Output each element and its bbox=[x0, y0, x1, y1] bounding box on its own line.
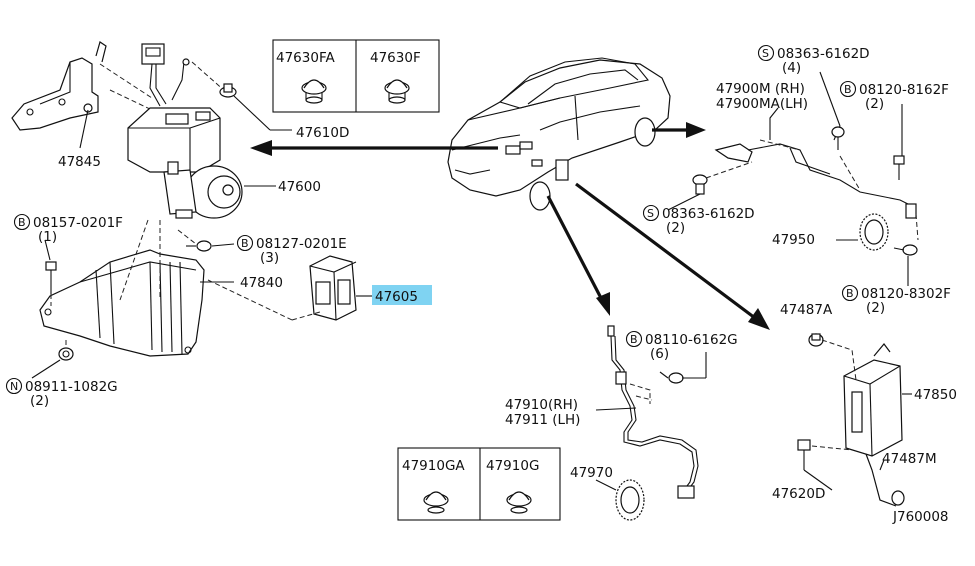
label-47610d[interactable]: 47610D bbox=[296, 125, 349, 141]
clip-47487m-icon bbox=[891, 490, 905, 506]
clip-table-top-col1-label[interactable]: 47630FA bbox=[276, 50, 335, 66]
bolt-08363-top-icon bbox=[831, 126, 845, 150]
bolt-08120-8162f-icon bbox=[893, 155, 905, 180]
qty-08911-1082g: (2) bbox=[30, 393, 49, 409]
clip-table-bottom-col2-label[interactable]: 47910G bbox=[486, 458, 539, 474]
prefix-circle-08363-top bbox=[757, 44, 775, 62]
tone-ring-47950-icon bbox=[859, 213, 889, 251]
footer-code: J760008 bbox=[892, 509, 949, 525]
part-labels: 47610D 47845 47600 B 08157-0201F (1) B 0… bbox=[5, 44, 957, 525]
label-08911-1082g[interactable]: 08911-1082G bbox=[25, 379, 118, 395]
qty-08120-8162f: (2) bbox=[865, 96, 884, 112]
qty-08110-6162g: (6) bbox=[650, 346, 669, 362]
clip-table-bottom: 47910GA 47910G bbox=[397, 447, 561, 521]
qty-08127-0201e: (3) bbox=[260, 250, 279, 266]
label-47850[interactable]: 47850 bbox=[914, 387, 957, 403]
label-08157-0201f[interactable]: 08157-0201F bbox=[33, 215, 123, 231]
clip-table-bottom-col1-label[interactable]: 47910GA bbox=[402, 458, 465, 474]
qty-08157-0201f: (1) bbox=[38, 229, 57, 245]
prefix-08120-8302f: B bbox=[846, 287, 854, 300]
tone-ring-47970-icon bbox=[615, 479, 645, 521]
nut-08911-icon bbox=[58, 347, 74, 361]
label-47950[interactable]: 47950 bbox=[772, 232, 815, 248]
qty-08363-6162d-top: (4) bbox=[782, 60, 801, 76]
label-08110-6162g[interactable]: 08110-6162G bbox=[645, 332, 738, 348]
bolt-08127-icon bbox=[186, 240, 212, 252]
prefix-circle-08911 bbox=[5, 377, 23, 395]
abs-control-unit-47850 bbox=[843, 343, 903, 507]
bolt-47610d-icon bbox=[219, 83, 237, 98]
label-08127-0201e[interactable]: 08127-0201E bbox=[256, 236, 347, 252]
prefix-08110: B bbox=[630, 333, 638, 346]
bolt-08120-8302f-icon bbox=[893, 244, 918, 256]
clip-47630f-icon bbox=[384, 79, 410, 104]
bolt-08110-icon bbox=[659, 371, 684, 384]
label-47487a[interactable]: 47487A bbox=[780, 302, 833, 318]
prefix-08911: N bbox=[10, 380, 18, 393]
clip-table-top: 47630FA 47630F bbox=[272, 39, 440, 113]
prefix-08157: B bbox=[18, 216, 26, 229]
qty-08120-8302f: (2) bbox=[866, 300, 885, 316]
prefix-circle-08127 bbox=[236, 234, 254, 252]
clip-47910ga-icon bbox=[423, 491, 449, 514]
highlight-47605 bbox=[372, 285, 432, 305]
label-47900ma[interactable]: 47900MA(LH) bbox=[716, 96, 808, 112]
prefix-circle-08363-mid bbox=[642, 204, 660, 222]
prefix-circle-08120-8302f bbox=[841, 284, 859, 302]
upper-bracket-47845 bbox=[11, 41, 107, 131]
prefix-08120-8162f: B bbox=[844, 83, 852, 96]
connector-47605 bbox=[309, 255, 357, 321]
harness-connector bbox=[141, 43, 190, 107]
abs-actuator-47600 bbox=[127, 107, 243, 219]
rear-sensor-47910 bbox=[607, 325, 699, 499]
qty-08363-6162d-mid: (2) bbox=[666, 220, 685, 236]
label-47600[interactable]: 47600 bbox=[278, 179, 321, 195]
prefix-08127: B bbox=[241, 237, 249, 250]
prefix-08363-mid: S bbox=[647, 207, 654, 220]
clip-47630fa-icon bbox=[301, 79, 327, 104]
prefix-08363-top: S bbox=[762, 47, 769, 60]
label-47487m[interactable]: 47487M bbox=[882, 451, 937, 467]
bolt-47620d-icon bbox=[797, 439, 811, 470]
label-47970[interactable]: 47970 bbox=[570, 465, 613, 481]
label-08120-8302f[interactable]: 08120-8302F bbox=[861, 286, 951, 302]
label-47900m[interactable]: 47900M (RH) bbox=[716, 81, 805, 97]
prefix-circle-08110 bbox=[625, 330, 643, 348]
clip-table-top-col2-label[interactable]: 47630F bbox=[370, 50, 421, 66]
label-08363-6162d-mid[interactable]: 08363-6162D bbox=[662, 206, 755, 222]
label-47840[interactable]: 47840 bbox=[240, 275, 283, 291]
lower-bracket-47840 bbox=[39, 249, 205, 357]
bolt-08157-icon bbox=[45, 261, 57, 294]
pointer-arrows bbox=[250, 122, 770, 330]
prefix-circle-08157 bbox=[13, 213, 31, 231]
label-08363-6162d-top[interactable]: 08363-6162D bbox=[777, 46, 870, 62]
label-08120-8162f[interactable]: 08120-8162F bbox=[859, 82, 949, 98]
label-47845[interactable]: 47845 bbox=[58, 154, 101, 170]
vehicle-illustration bbox=[447, 57, 671, 211]
bolt-08363-mid-icon bbox=[692, 174, 708, 195]
label-47605[interactable]: 47605 bbox=[375, 289, 418, 305]
label-47620d[interactable]: 47620D bbox=[772, 486, 825, 502]
bolt-47487a-icon bbox=[808, 333, 824, 347]
label-47911[interactable]: 47911 (LH) bbox=[505, 412, 580, 428]
label-47910[interactable]: 47910(RH) bbox=[505, 397, 578, 413]
clip-47910g-icon bbox=[506, 491, 532, 514]
prefix-circle-08120-8162f bbox=[839, 80, 857, 98]
front-sensor-47900m bbox=[714, 125, 917, 219]
